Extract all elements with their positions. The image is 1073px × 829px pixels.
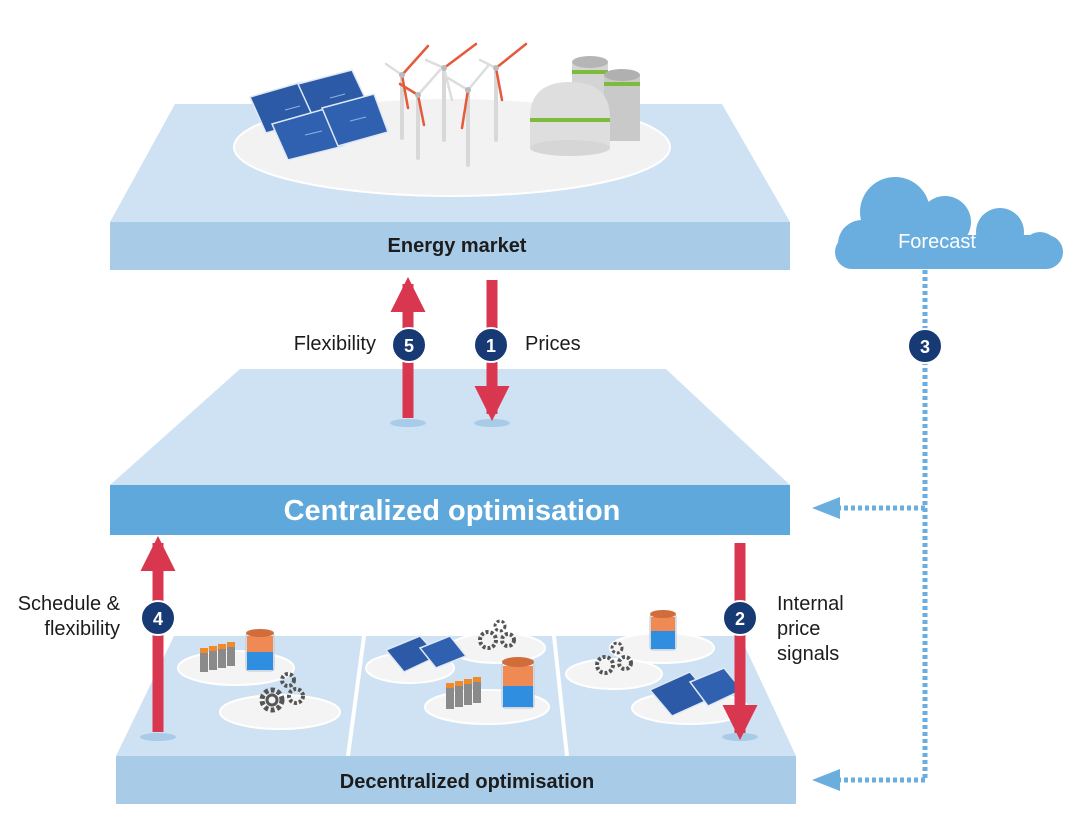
cloud-icon: [835, 177, 1063, 269]
gears-icon: [259, 672, 305, 713]
schedule-label-line-1: Schedule &: [18, 593, 121, 615]
biogas-plant-icon: [530, 56, 640, 156]
wind-turbine-icon: [384, 42, 528, 167]
arrow-shadow: [390, 419, 426, 427]
badge-number: 1: [486, 336, 496, 356]
schedule-label-line-2: flexibility: [44, 618, 120, 640]
arrow-shadow: [140, 733, 176, 741]
gears-icon: [595, 641, 633, 675]
storage-tank-icon: [501, 657, 535, 709]
flexibility-label: Flexibility: [294, 333, 376, 355]
battery-icon: [446, 677, 481, 709]
flow-badge-3: 3: [907, 328, 943, 364]
badge-number: 2: [735, 609, 745, 629]
device-base: [565, 658, 663, 690]
arrow-shadow: [474, 419, 510, 427]
solar-panel-icon: [248, 69, 389, 161]
badge-number: 3: [920, 337, 930, 357]
internal-price-label-line-1: Internal: [777, 593, 844, 615]
decentralized-optimisation-label: Decentralized optimisation: [340, 771, 595, 793]
forecast-arrowhead: [812, 497, 840, 519]
badge-number: 4: [153, 609, 163, 629]
flow-badge-2: 2: [722, 600, 758, 636]
internal-price-label-line-2: price: [777, 618, 820, 640]
centralized-optimisation-label: Centralized optimisation: [284, 495, 621, 527]
solar-panel-icon: [384, 635, 468, 673]
gears-icon: [478, 619, 516, 650]
device-base: [219, 694, 341, 730]
centralized-optimisation-platform: Centralized optimisation: [110, 369, 790, 535]
storage-tank-icon: [649, 610, 677, 651]
forecast-label: Forecast: [898, 231, 976, 253]
arrow-shadow: [722, 733, 758, 741]
internal-price-label-line-3: signals: [777, 643, 839, 665]
storage-tank-icon: [245, 629, 275, 672]
flow-badge-1: 1: [473, 327, 509, 363]
prices-label: Prices: [525, 333, 581, 355]
forecast-arrowhead: [812, 769, 840, 791]
energy-market-label: Energy market: [388, 235, 527, 257]
badge-number: 5: [404, 336, 414, 356]
device-base: [177, 650, 295, 686]
battery-icon: [200, 642, 235, 672]
flow-badge-4: 4: [140, 600, 176, 636]
flow-badge-5: 5: [391, 327, 427, 363]
